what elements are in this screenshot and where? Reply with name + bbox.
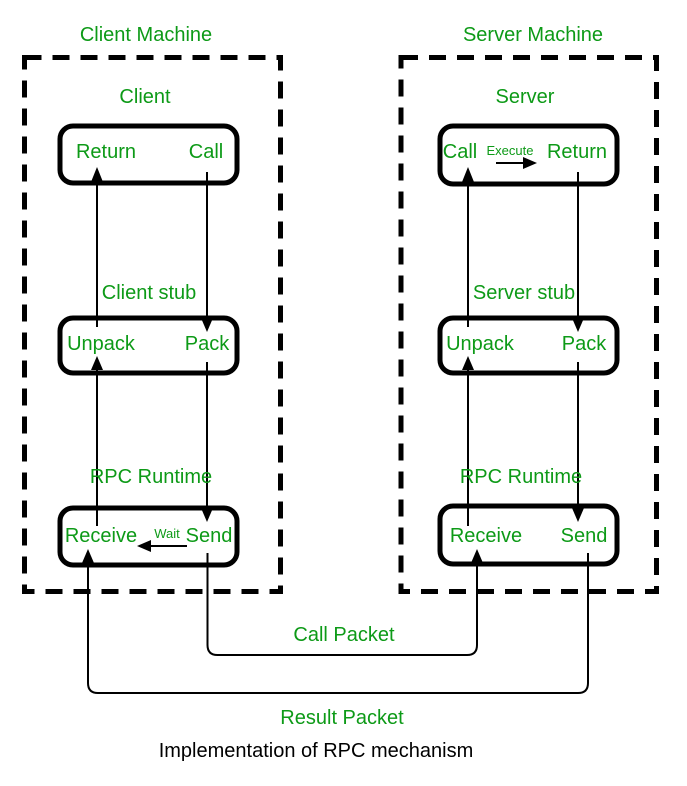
client-pack-label: Pack bbox=[184, 333, 230, 355]
call-packet-arrow bbox=[206, 549, 483, 656]
server-receive-label: Receive bbox=[449, 525, 523, 547]
result-packet-label: Result Packet bbox=[280, 707, 404, 729]
server-return-to-pack-arrow bbox=[572, 172, 584, 332]
client-call-label: Call bbox=[188, 141, 224, 163]
client-app-box bbox=[57, 123, 240, 186]
client-machine-border bbox=[22, 55, 283, 594]
server-pack-label: Pack bbox=[561, 333, 607, 355]
server-execute-label: Execute bbox=[486, 143, 534, 158]
server-section-label: Server bbox=[495, 86, 555, 108]
diagram-caption: Implementation of RPC mechanism bbox=[158, 740, 474, 762]
server-stub-label: Server stub bbox=[472, 282, 576, 304]
server-app-box bbox=[437, 123, 620, 187]
client-section-label: Client bbox=[119, 86, 171, 108]
client-return-label: Return bbox=[75, 141, 137, 163]
client-send-label: Send bbox=[185, 525, 233, 547]
wait-arrow bbox=[137, 540, 187, 552]
server-runtime-box bbox=[437, 503, 620, 567]
server-stub-box bbox=[437, 315, 620, 376]
client-call-to-pack-arrow bbox=[201, 172, 213, 332]
execute-arrow bbox=[496, 157, 537, 169]
client-wait-label: Wait bbox=[154, 526, 180, 541]
client-machine-title: Client Machine bbox=[79, 24, 213, 46]
client-runtime-label: RPC Runtime bbox=[89, 466, 213, 488]
client-pack-to-send-arrow bbox=[201, 362, 213, 522]
server-return-label: Return bbox=[546, 141, 608, 163]
server-machine-title: Server Machine bbox=[462, 24, 604, 46]
client-stub-box bbox=[57, 315, 240, 376]
server-unpack-to-call-arrow bbox=[462, 167, 474, 327]
server-unpack-label: Unpack bbox=[446, 333, 514, 355]
server-runtime-label: RPC Runtime bbox=[459, 466, 583, 488]
client-receive-label: Receive bbox=[64, 525, 138, 547]
call-packet-label: Call Packet bbox=[293, 624, 395, 646]
server-machine-border bbox=[398, 55, 659, 594]
server-send-label: Send bbox=[560, 525, 608, 547]
client-runtime-box bbox=[57, 505, 240, 568]
client-unpack-to-return-arrow bbox=[91, 167, 103, 327]
client-receive-to-unpack-arrow bbox=[91, 356, 103, 526]
client-stub-label: Client stub bbox=[101, 282, 197, 304]
client-unpack-label: Unpack bbox=[67, 333, 135, 355]
server-pack-to-send-arrow bbox=[572, 362, 584, 522]
result-packet-arrow bbox=[82, 549, 589, 694]
server-receive-to-unpack-arrow bbox=[462, 356, 474, 526]
server-call-label: Call bbox=[442, 141, 478, 163]
